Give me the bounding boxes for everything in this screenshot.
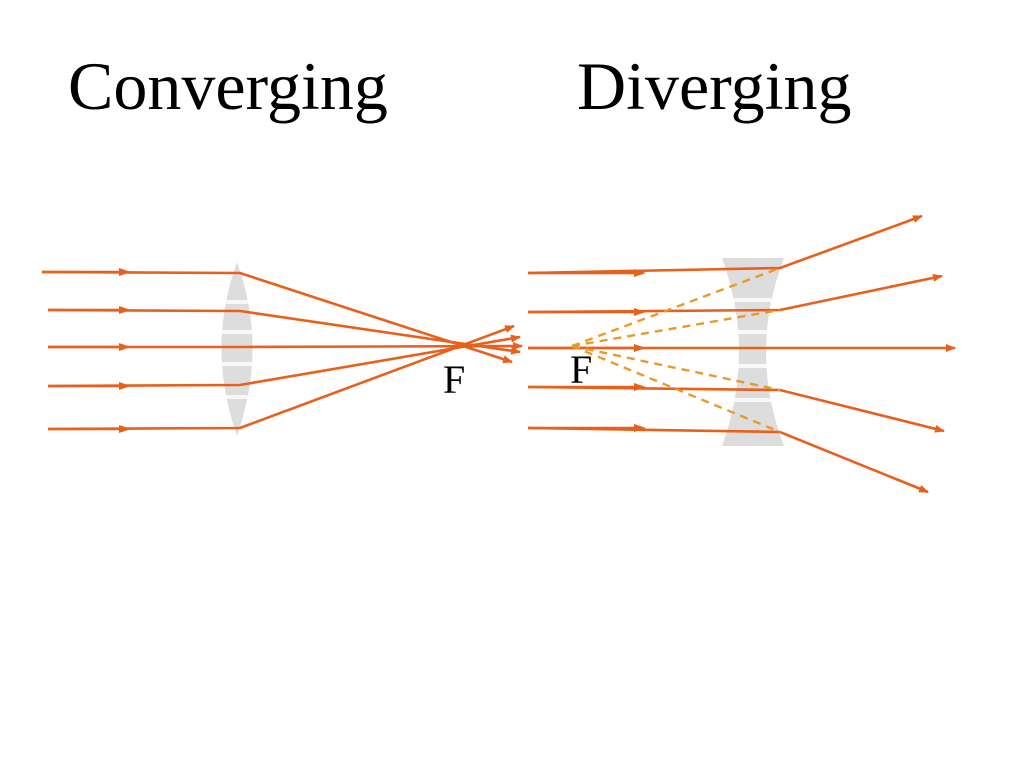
converging-title: Converging: [68, 48, 388, 124]
diverging-title: Diverging: [577, 48, 852, 124]
diverging-focal-point-label: F: [570, 347, 593, 392]
diverging-ray-1: [527, 214, 923, 275]
virtual-ray-5: [571, 344, 781, 434]
virtual-ray-1: [571, 266, 781, 348]
virtual-ray-4: [571, 344, 781, 392]
converging-rays: [41, 268, 523, 433]
converging-lens: [210, 262, 270, 436]
diverging-lens: [720, 258, 790, 446]
virtual-ray-2: [571, 308, 781, 348]
converging-focal-point-label: F: [443, 357, 466, 402]
virtual-rays: [571, 266, 781, 434]
